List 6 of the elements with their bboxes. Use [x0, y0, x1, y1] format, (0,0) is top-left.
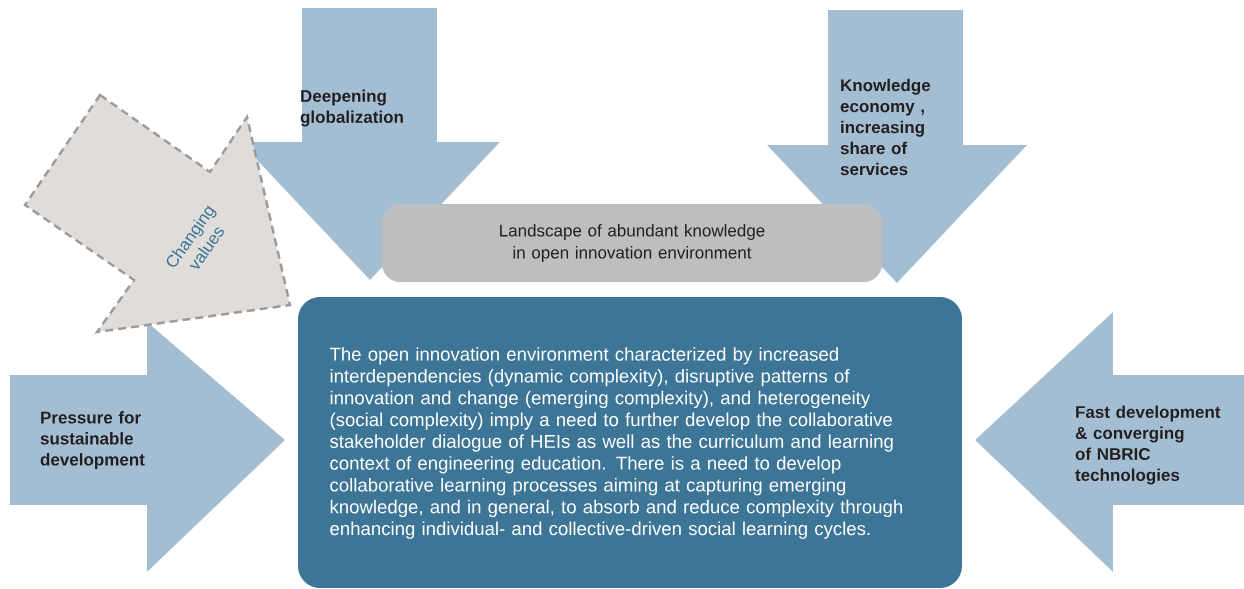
- content-box: The open innovation environment characterized by increased interdependencies (dynamic complexity), disruptive patterns of innovation and change (emerging complexity), and heterogeneity (social complexity) imply a need to further develop the collaborative stakeholder dialogue of HEIs as well as the curriculum and learning context of engineering education. There is a need to develop collaborative learning processes aiming at capturing emerging knowledge, and in general, to absorb and reduce complexity through enhancing individual- and collective-driven social learning cycles.: [298, 297, 962, 588]
- pointed-panel: Pressure for sustainable development: [10, 322, 285, 572]
- landscape-box: Landscape of abundant knowledge in open innovation environment: [382, 204, 882, 282]
- pointed-panel: Knowledge economy , increasing share of services: [767, 10, 1027, 283]
- pointed-panel: Deepening globalization: [240, 8, 500, 280]
- pointed-panel: Fast development & converging of NBRIC technologies: [975, 312, 1244, 572]
